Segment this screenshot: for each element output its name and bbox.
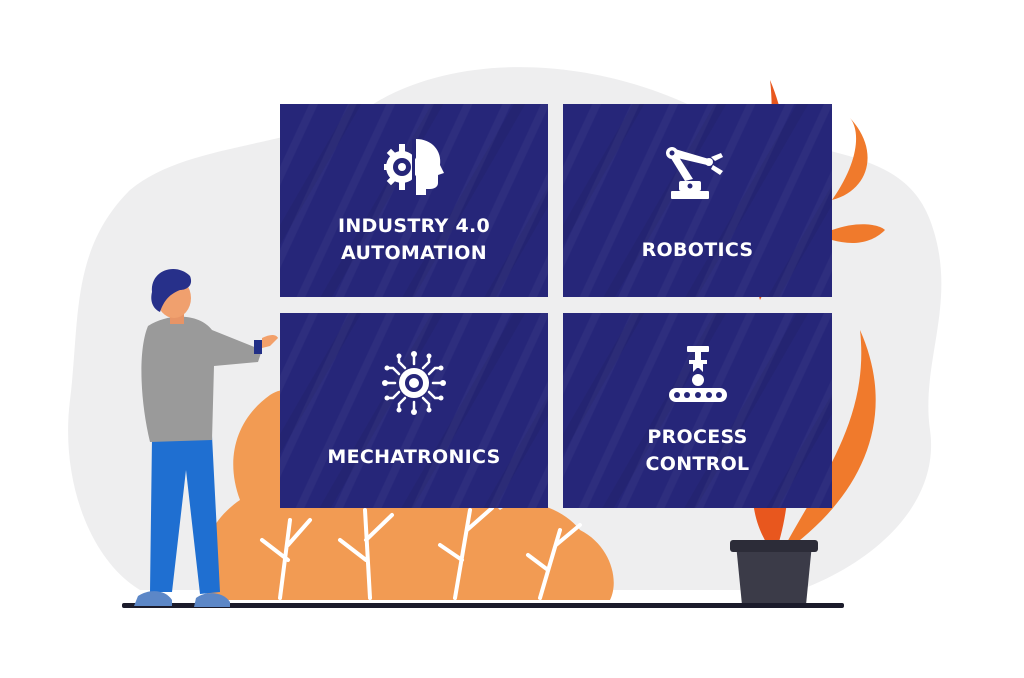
conveyor-claw-icon <box>668 345 727 402</box>
chip-gear-icon <box>382 351 446 415</box>
tile-industry-automation[interactable]: INDUSTRY 4.0 AUTOMATION <box>280 104 548 297</box>
tile-mechatronics[interactable]: MECHATRONICS <box>280 313 548 508</box>
pot-rim <box>730 540 818 552</box>
gear-head-icon <box>384 138 444 195</box>
tile-label: MECHATRONICS <box>327 446 501 468</box>
tile-robotics[interactable]: ROBOTICS <box>563 104 832 297</box>
tile-process-control[interactable]: PROCESS CONTROL <box>563 313 832 508</box>
tile-label: INDUSTRY 4.0 AUTOMATION <box>337 214 491 264</box>
service-tiles-grid: INDUSTRY 4.0 AUTOMATION ROBOTICS <box>280 104 832 508</box>
tile-label: PROCESS CONTROL <box>645 425 750 475</box>
ground-line <box>122 603 844 608</box>
person-figure <box>134 269 278 607</box>
robotic-arm-icon <box>665 147 723 199</box>
tile-label: ROBOTICS <box>641 239 754 261</box>
bush-branches <box>260 506 582 600</box>
plant-pot <box>736 544 812 605</box>
